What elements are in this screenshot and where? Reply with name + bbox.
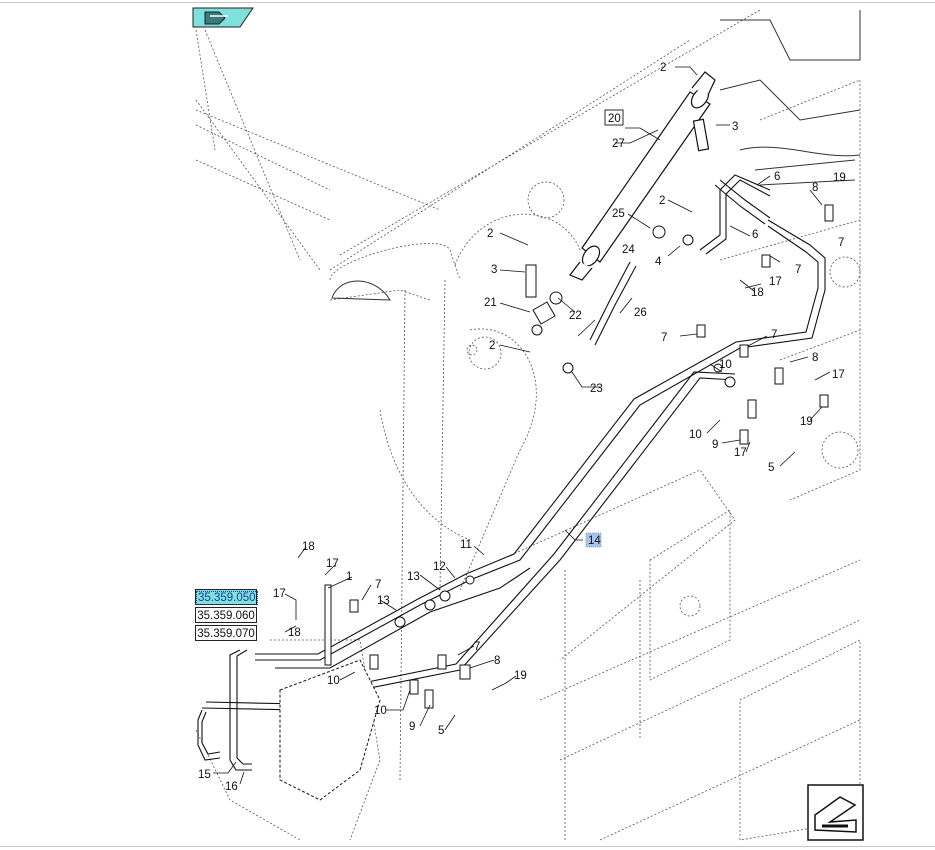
callout-5: 5 (768, 462, 774, 474)
fittings (279, 204, 834, 801)
next-view-arrow-icon[interactable] (807, 784, 864, 841)
callout-19: 19 (833, 172, 846, 184)
callout-17: 17 (769, 276, 782, 288)
reference-link-35-359-070[interactable]: 35.359.070 (195, 625, 257, 641)
callout-19: 19 (514, 670, 527, 682)
callout-7: 7 (474, 641, 480, 653)
callout-9: 9 (409, 721, 415, 733)
callout-8: 8 (494, 655, 500, 667)
callout-23: 23 (590, 383, 603, 395)
callout-21: 21 (484, 297, 497, 309)
callout-11: 11 (460, 539, 472, 551)
callout-6: 6 (774, 171, 780, 183)
frame-outline (195, 9, 861, 841)
callout-19: 19 (800, 416, 813, 428)
callout-15: 15 (198, 769, 211, 781)
callouts: 2 20 27 3 6 8 19 2 25 2 6 7 24 4 3 7 17 … (198, 62, 846, 793)
reference-link-35-359-060[interactable]: 35.359.060 (195, 607, 257, 623)
callout-4: 4 (655, 256, 662, 268)
callout-13: 13 (407, 571, 420, 583)
callout-8: 8 (812, 352, 818, 364)
callout-7: 7 (795, 264, 801, 276)
callout-7: 7 (375, 579, 381, 591)
callout-7: 7 (771, 329, 777, 341)
callout-20: 20 (608, 113, 621, 125)
callout-12: 12 (433, 561, 446, 573)
leader-lines (213, 66, 831, 785)
callout-17: 17 (273, 588, 286, 600)
callout-24: 24 (622, 244, 635, 256)
callout-2: 2 (660, 62, 666, 74)
callout-10: 10 (374, 705, 387, 717)
callout-8: 8 (812, 182, 818, 194)
bottom-divider (0, 846, 935, 847)
reference-link-35-359-050[interactable]: 35.359.050 (195, 589, 258, 605)
callout-14: 14 (588, 535, 601, 547)
callout-3: 3 (491, 264, 497, 276)
top-divider (0, 2, 935, 3)
callout-18: 18 (751, 287, 764, 299)
callout-7: 7 (838, 237, 844, 249)
callout-10: 10 (327, 675, 340, 687)
callout-5: 5 (438, 725, 444, 737)
callout-10: 10 (719, 359, 732, 371)
callout-7: 7 (661, 332, 667, 344)
callout-3: 3 (732, 121, 738, 133)
callout-9: 9 (712, 439, 718, 451)
callout-17: 17 (832, 369, 845, 381)
callout-2: 2 (489, 340, 495, 352)
callout-22: 22 (569, 310, 582, 322)
callout-10: 10 (689, 429, 702, 441)
callout-2: 2 (659, 195, 665, 207)
hydraulic-lines (197, 174, 826, 771)
callout-16: 16 (225, 781, 238, 793)
machine-parts (331, 10, 861, 301)
callout-1: 1 (346, 571, 352, 583)
hydraulic-cylinder (569, 71, 716, 281)
callout-13: 13 (377, 595, 390, 607)
callout-18: 18 (288, 627, 301, 639)
callout-18: 18 (302, 541, 315, 553)
callout-2: 2 (487, 228, 493, 240)
callout-26: 26 (634, 307, 647, 319)
callout-17: 17 (734, 447, 747, 459)
callout-6: 6 (752, 229, 758, 241)
callout-17: 17 (326, 558, 339, 570)
callout-27: 27 (612, 138, 625, 150)
callout-25: 25 (612, 208, 625, 220)
part-view-icon[interactable] (192, 7, 254, 28)
